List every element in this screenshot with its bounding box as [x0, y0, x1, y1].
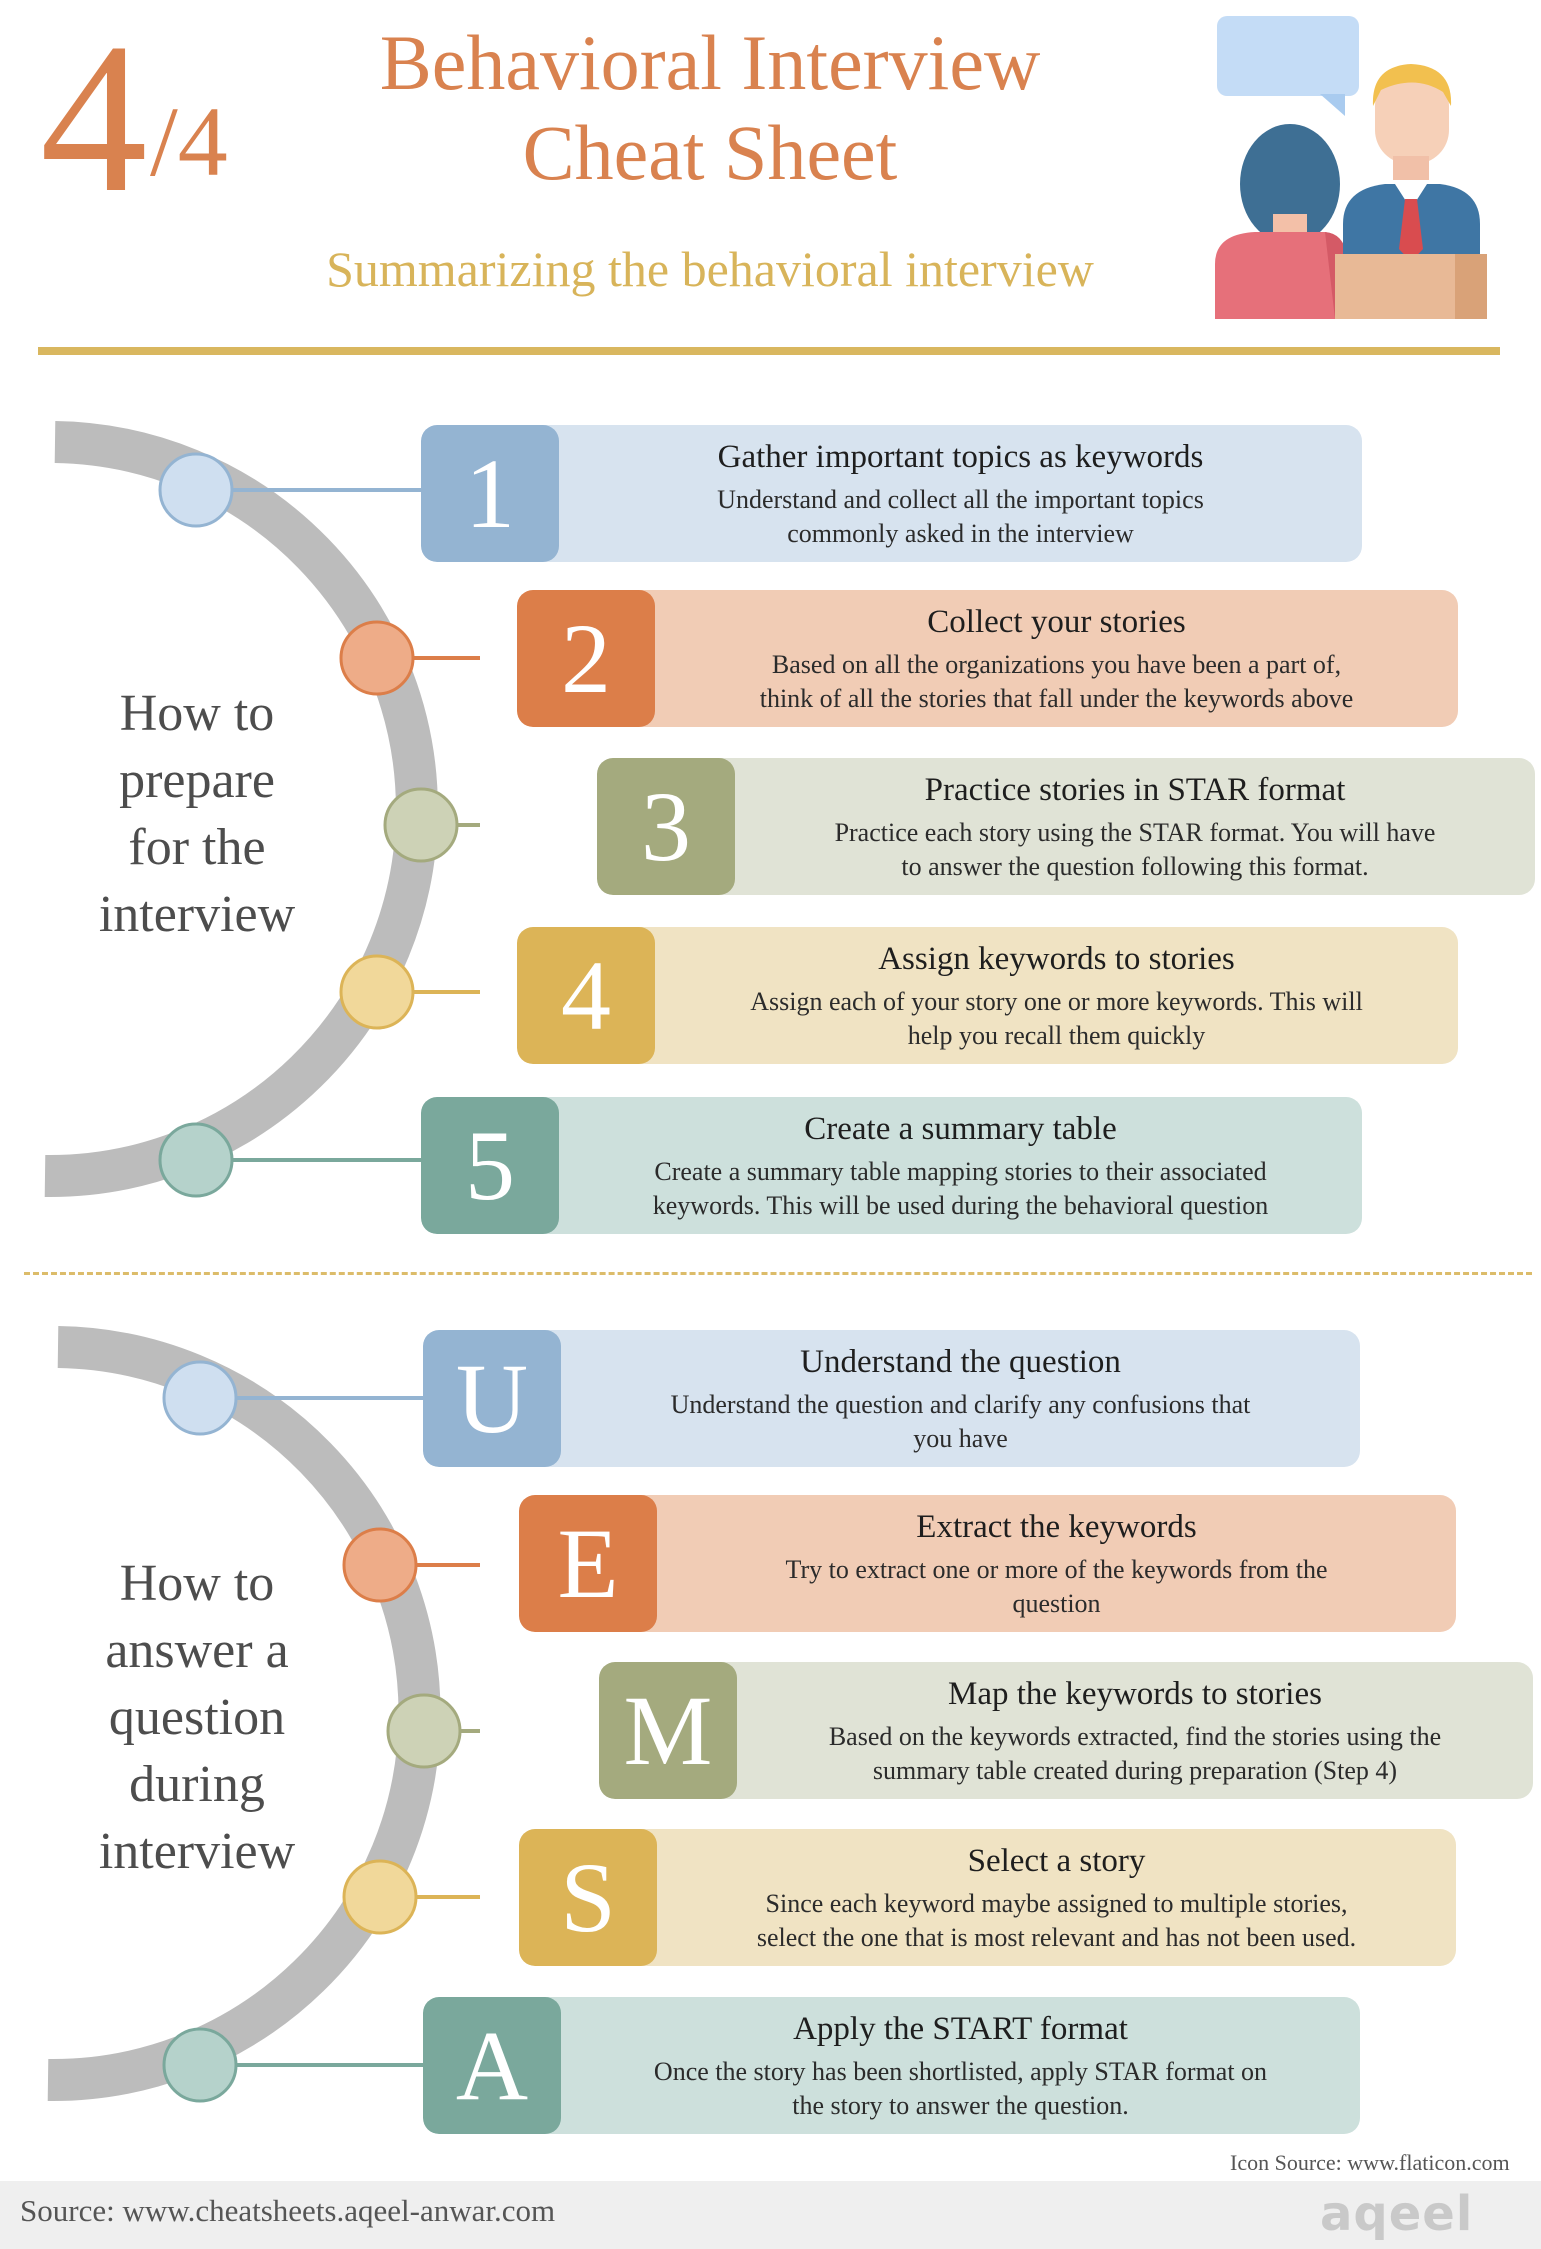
- page-title: Behavioral Interview Cheat Sheet: [280, 18, 1140, 198]
- answer-step-e-card: E Extract the keywords Try to extract on…: [519, 1495, 1456, 1632]
- step-s-desc: Since each keyword maybe assigned to mul…: [756, 1888, 1357, 1952]
- step-a-desc: Once the story has been shortlisted, app…: [653, 2056, 1268, 2120]
- step-5-node-icon: [158, 1122, 234, 1198]
- step-e-title: Extract the keywords: [916, 1508, 1197, 1545]
- part-number: 4: [40, 0, 148, 237]
- answer-step-m-card: M Map the keywords to stories Based on t…: [599, 1662, 1533, 1799]
- footer-bar: [0, 2181, 1541, 2249]
- step-5-badge: 5: [421, 1097, 559, 1234]
- title-line-2: Cheat Sheet: [522, 109, 898, 196]
- step-u-title: Understand the question: [800, 1343, 1121, 1380]
- prepare-step-4-card: 4 Assign keywords to stories Assign each…: [517, 927, 1458, 1064]
- step-m-badge: M: [599, 1662, 737, 1799]
- step-5-title: Create a summary table: [804, 1110, 1117, 1147]
- step-1-node-icon: [158, 452, 234, 528]
- prepare-step-5-card: 5 Create a summary table Create a summar…: [421, 1097, 1362, 1234]
- step-2-title: Collect your stories: [927, 603, 1186, 640]
- step-1-badge: 1: [421, 425, 559, 562]
- step-2-node-icon: [339, 620, 415, 696]
- brand-logo: aqeel: [1320, 2186, 1474, 2242]
- icon-source-credit: Icon Source: www.flaticon.com: [1230, 2150, 1510, 2175]
- answer-timeline: [47, 1326, 480, 2103]
- step-4-title: Assign keywords to stories: [878, 940, 1235, 977]
- step-u-desc: Understand the question and clarify any …: [670, 1389, 1251, 1453]
- answer-step-s-card: S Select a story Since each keyword mayb…: [519, 1829, 1456, 1966]
- step-3-badge: 3: [597, 758, 735, 895]
- step-1-title: Gather important topics as keywords: [717, 438, 1204, 475]
- prepare-timeline: [44, 421, 480, 1198]
- step-s-node-icon: [342, 1859, 418, 1935]
- step-a-title: Apply the START format: [793, 2010, 1128, 2047]
- step-4-badge: 4: [517, 927, 655, 1064]
- step-2-desc: Based on all the organizations you have …: [759, 649, 1354, 713]
- step-u-node-icon: [162, 1360, 238, 1436]
- prepare-step-3-card: 3 Practice stories in STAR format Practi…: [597, 758, 1535, 895]
- step-3-node-icon: [383, 787, 459, 863]
- section-divider: [24, 1272, 1532, 1275]
- step-4-node-icon: [339, 954, 415, 1030]
- step-a-badge: A: [423, 1997, 561, 2134]
- step-u-badge: U: [423, 1330, 561, 1467]
- step-2-badge: 2: [517, 590, 655, 727]
- step-m-desc: Based on the keywords extracted, find th…: [828, 1721, 1442, 1785]
- step-1-desc: Understand and collect all the important…: [717, 484, 1204, 548]
- answer-section-label: How to answer a question during intervie…: [98, 1555, 296, 1880]
- step-e-badge: E: [519, 1495, 657, 1632]
- page-subtitle: Summarizing the behavioral interview: [326, 241, 1094, 297]
- step-e-desc: Try to extract one or more of the keywor…: [785, 1554, 1328, 1618]
- interview-illustration-icon: [1215, 16, 1487, 319]
- title-line-1: Behavioral Interview: [379, 19, 1041, 106]
- answer-step-u-card: U Understand the question Understand the…: [423, 1330, 1360, 1467]
- step-m-node-icon: [386, 1693, 462, 1769]
- prepare-step-1-card: 1 Gather important topics as keywords Un…: [421, 425, 1362, 562]
- step-3-title: Practice stories in STAR format: [924, 771, 1346, 808]
- prepare-step-2-card: 2 Collect your stories Based on all the …: [517, 590, 1458, 727]
- step-a-node-icon: [162, 2027, 238, 2103]
- step-e-node-icon: [342, 1527, 418, 1603]
- step-5-desc: Create a summary table mapping stories t…: [652, 1156, 1269, 1220]
- answer-step-a-card: A Apply the START format Once the story …: [423, 1997, 1360, 2134]
- step-3-desc: Practice each story using the STAR forma…: [834, 817, 1436, 881]
- step-4-desc: Assign each of your story one or more ke…: [750, 986, 1363, 1050]
- step-m-title: Map the keywords to stories: [948, 1675, 1322, 1712]
- header-divider: [38, 347, 1500, 355]
- prepare-section-label: How to prepare for the interview: [98, 685, 296, 943]
- footer-source-link[interactable]: Source: www.cheatsheets.aqeel-anwar.com: [20, 2193, 556, 2228]
- part-total: /4: [150, 86, 228, 197]
- step-s-badge: S: [519, 1829, 657, 1966]
- step-s-title: Select a story: [967, 1842, 1146, 1879]
